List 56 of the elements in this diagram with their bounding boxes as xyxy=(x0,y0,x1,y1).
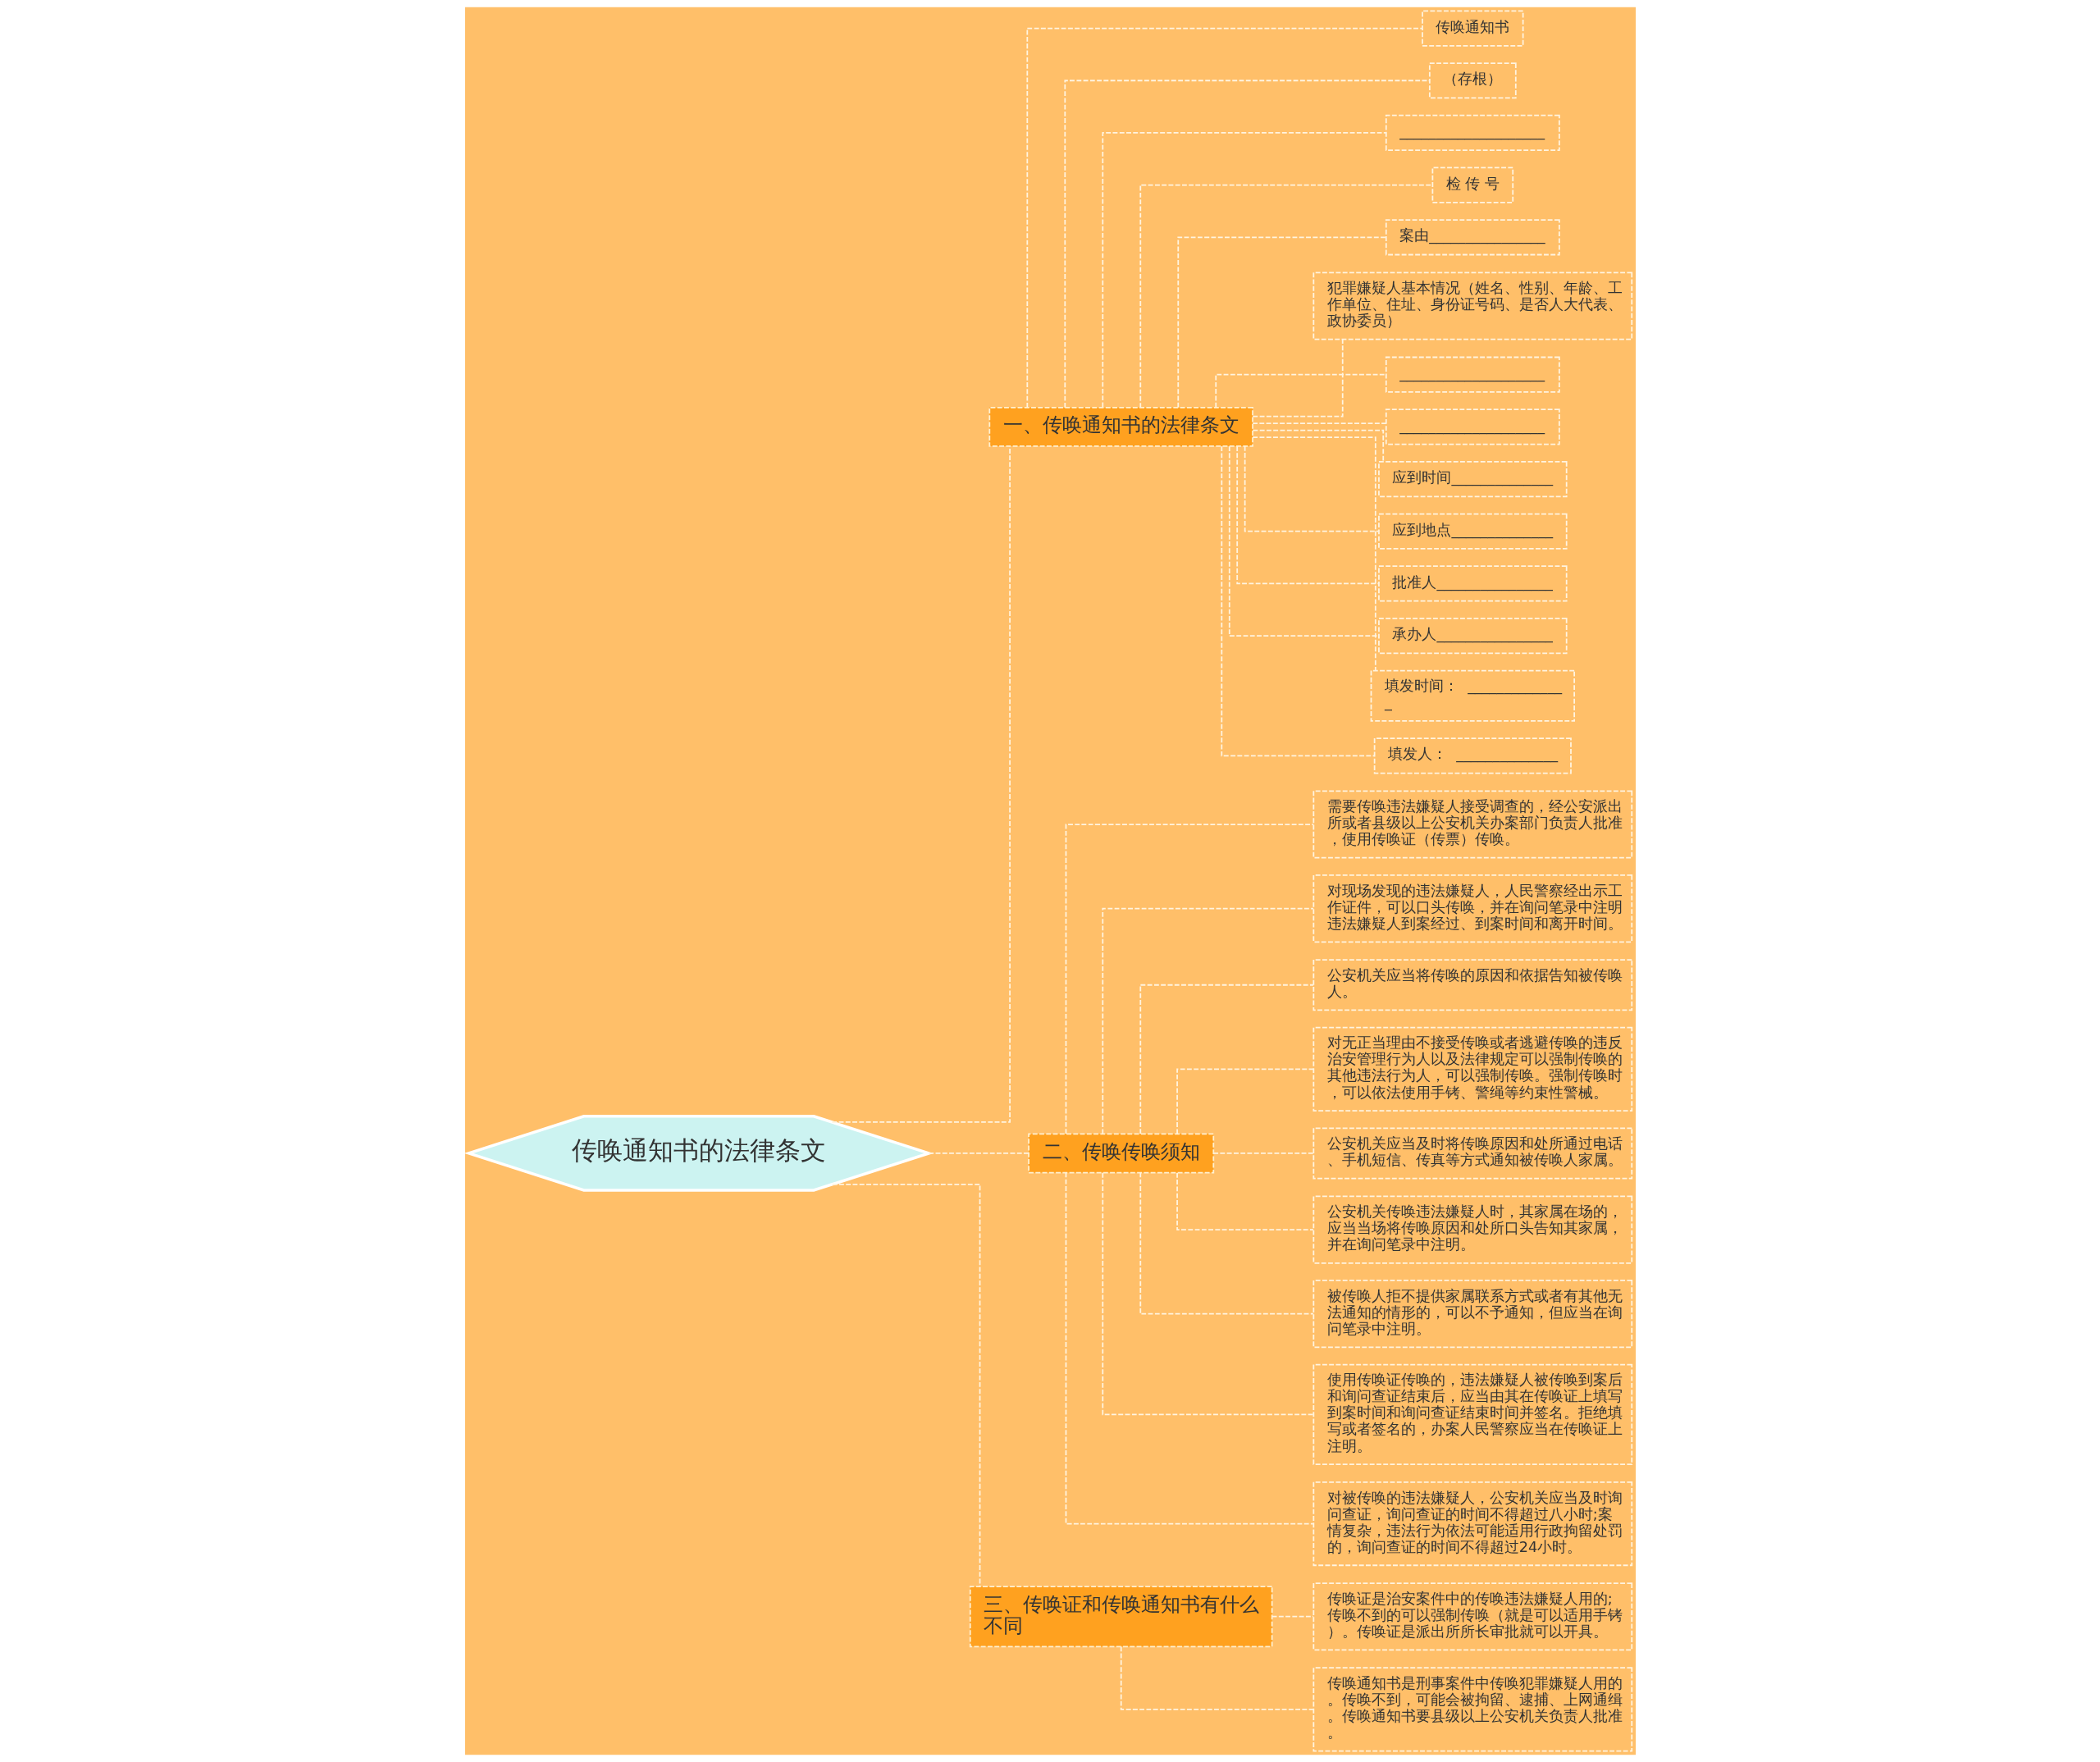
node-box: 传唤证是治安案件中的传唤违法嫌疑人用的;传唤不到的可以强制传唤（就是可以适用手铐）。传唤证是派出所所长审批就可以开具。 xyxy=(1312,1582,1632,1651)
connector xyxy=(1065,824,1314,1134)
connector xyxy=(830,445,1011,1123)
node-box: 应到地点______________ xyxy=(1377,513,1568,550)
connector xyxy=(1025,27,1422,409)
node-box: 批准人________________ xyxy=(1377,565,1568,602)
connector xyxy=(1139,1171,1314,1315)
connector xyxy=(1235,445,1379,585)
connector xyxy=(1176,236,1386,409)
connector xyxy=(1252,429,1384,463)
connector xyxy=(1101,132,1386,409)
node-box: 填发时间： ______________ xyxy=(1370,669,1575,722)
node-box: 检 传 号 xyxy=(1431,167,1513,203)
connector xyxy=(1101,907,1314,1134)
connector xyxy=(1251,338,1344,418)
connector xyxy=(1228,445,1380,637)
node-box: 被传唤人拒不提供家属联系方式或者有其他无法通知的情形的，可以不予通知，但应当在询问笔录中注明。 xyxy=(1312,1280,1632,1349)
node-box: ____________________ xyxy=(1385,409,1560,445)
connector xyxy=(927,1153,1029,1154)
node-box: 公安机关应当及时将传唤原因和处所通过电话、手机短信、传真等方式通知被传唤人家属。 xyxy=(1312,1127,1632,1180)
node-box: 对被传唤的违法嫌疑人，公安机关应当及时询问查证，询问查证的时间不得超过八小时;案情复杂，违法行为依法可能适用行政拘留处罚的，询问查证的时间不得超过24小时。 xyxy=(1312,1481,1632,1567)
connector xyxy=(1212,1153,1314,1154)
connector xyxy=(1220,445,1375,757)
connector xyxy=(1139,184,1433,409)
connector xyxy=(1063,80,1430,409)
connector xyxy=(1176,1068,1314,1134)
connector xyxy=(1251,422,1387,425)
node-box: 犯罪嫌疑人基本情况（姓名、性别、年龄、工作单位、住址、身份证号码、是否人大代表、政协委员） xyxy=(1312,272,1632,340)
connector xyxy=(1065,1171,1314,1525)
node-box: 需要传唤违法嫌疑人接受调查的，经公安派出所或者县级以上公安机关办案部门负责人批准，使用传唤证（传票）传唤。 xyxy=(1312,790,1632,859)
node-box: 传唤通知书是刑事案件中传唤犯罪嫌疑人用的。传唤不到，可能会被拘留、逮捕、上网通缉。传唤通知书要县级以上公安机关负责人批准。 xyxy=(1312,1667,1632,1752)
node-box: 填发人： ______________ xyxy=(1373,737,1572,774)
node-box: 三、传唤证和传唤通知书有什么不同 xyxy=(969,1586,1273,1648)
node-box: 使用传唤证传唤的，违法嫌疑人被传唤到案后和询问查证结束后，应当由其在传唤证上填写到案时间和询问查证结束时间并签名。拒绝填写或者签名的，办案人民警察应当在传唤证上注明。 xyxy=(1312,1363,1632,1465)
node-box: 一、传唤通知书的法律条文 xyxy=(988,406,1253,447)
node-box: ____________________ xyxy=(1385,114,1560,152)
connector xyxy=(1251,436,1376,672)
node-box: 对现场发现的违法嫌疑人，人民警察经出示工作证件，可以口头传唤，并在询问笔录中注明违法嫌疑人到案经过、到案时间和离开时间。 xyxy=(1312,874,1632,943)
connector xyxy=(1139,984,1314,1134)
connector xyxy=(1271,1615,1314,1618)
connector xyxy=(1101,1171,1314,1416)
node-box: 公安机关应当将传唤的原因和依据告知被传唤人。 xyxy=(1312,959,1632,1011)
node-box: 传唤通知书 xyxy=(1421,10,1523,47)
node-box: 应到时间______________ xyxy=(1377,460,1568,498)
connector xyxy=(1120,1646,1314,1710)
node-box: 案由________________ xyxy=(1385,219,1560,256)
connector xyxy=(831,1184,980,1587)
connector xyxy=(1214,373,1387,409)
node-box: 承办人________________ xyxy=(1377,617,1568,655)
node-box: 二、传唤传唤须知 xyxy=(1027,1133,1214,1174)
node-box: （存根） xyxy=(1428,62,1517,99)
node-box: 对无正当理由不接受传唤或者逃避传唤的违反治安管理行为人以及法律规定可以强制传唤的其他违法行为人，可以强制传唤。强制传唤时，可以依法使用手铐、警绳等约束性警械。 xyxy=(1312,1026,1632,1112)
connector xyxy=(1244,445,1380,532)
connector xyxy=(1176,1172,1314,1230)
node-box: 公安机关传唤违法嫌疑人时，其家属在场的，应当当场将传唤原因和处所口头告知其家属，并在询问笔录中注明。 xyxy=(1312,1195,1632,1264)
node-box: ____________________ xyxy=(1385,356,1560,393)
